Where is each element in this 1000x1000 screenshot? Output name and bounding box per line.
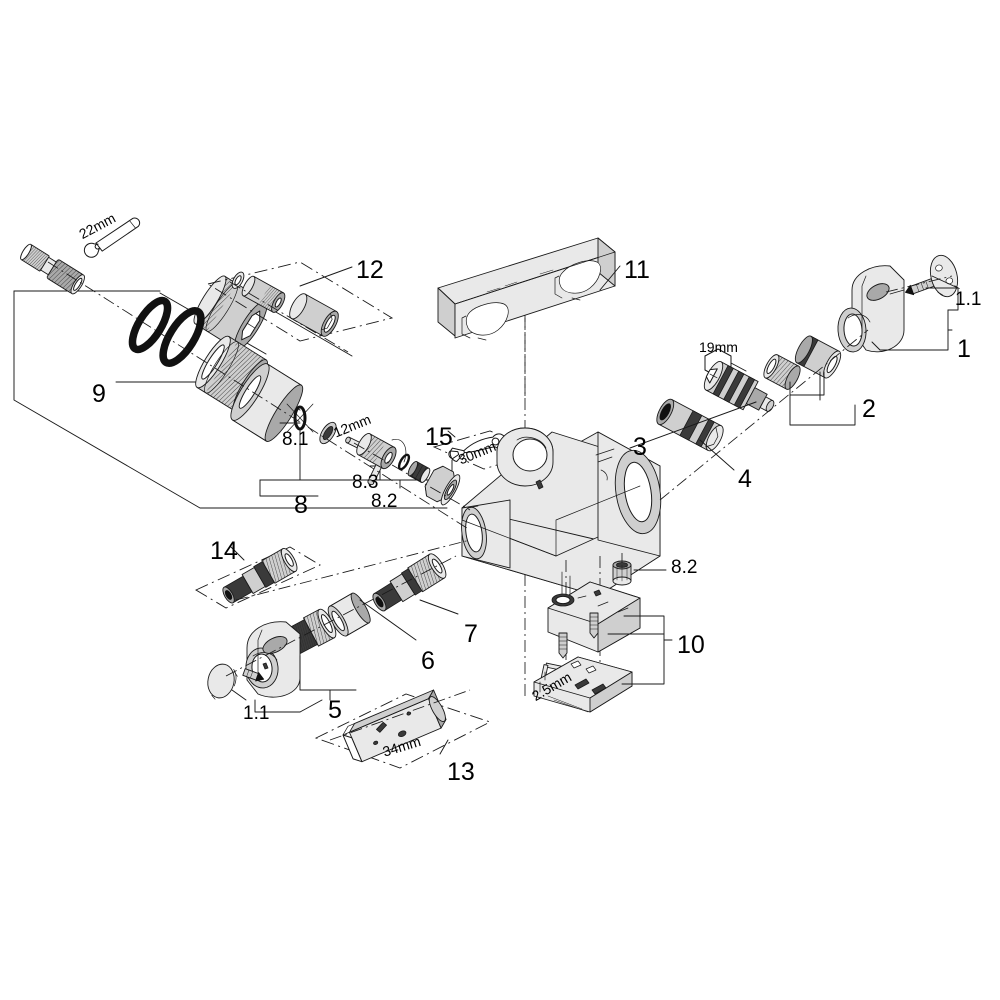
part-8-3-o-ring xyxy=(397,453,411,471)
part-5-handle-body xyxy=(245,621,301,698)
part-10-screw-1 xyxy=(589,612,599,639)
callout-8-2-lower: 8.2 xyxy=(671,557,698,578)
part-8-outlet-nut xyxy=(424,465,461,506)
callout-13: 13 xyxy=(447,758,475,786)
group-10-assembly xyxy=(533,553,673,713)
part-8-1-washer xyxy=(319,421,337,445)
callout-8: 8 xyxy=(294,491,308,519)
part-4-cartridge-sleeve xyxy=(656,398,724,452)
callout-15: 15 xyxy=(425,423,453,451)
callout-1: 1 xyxy=(957,335,971,363)
part-9-o-ring-large-2 xyxy=(159,307,205,367)
main-mixer-body xyxy=(461,310,662,700)
callout-7: 7 xyxy=(464,620,478,648)
callout-19mm: 19mm xyxy=(699,339,738,355)
group-14-dashdot-box xyxy=(195,545,321,609)
part-12-check-valve-assembly xyxy=(231,271,339,337)
callout-10: 10 xyxy=(677,631,705,659)
part-14-thermostatic-element xyxy=(222,548,298,604)
part-9-collar-ring xyxy=(230,363,304,442)
part-1-handle-body xyxy=(837,265,905,353)
part-7-volume-cartridge xyxy=(372,553,447,612)
callout-1-1-right: 1.1 xyxy=(955,289,982,310)
part-2-temperature-sleeve xyxy=(794,335,842,379)
part-6-adapter-ring xyxy=(327,592,371,637)
part-13-aerator-housing xyxy=(342,689,447,763)
part-10-cover-plate xyxy=(533,656,633,713)
part-8-2-filter-lower xyxy=(612,553,632,586)
group-15-dashdot-box xyxy=(432,430,541,470)
part-11-escutcheon-bar xyxy=(437,237,621,400)
callout-9: 9 xyxy=(92,380,106,408)
assembly-axes xyxy=(47,261,953,741)
callout-11: 11 xyxy=(624,256,650,284)
part-1-1-screw xyxy=(905,278,935,296)
callout-8-3: 8.3 xyxy=(352,472,379,493)
part-9-inlet-nipple xyxy=(20,243,85,295)
tool-22mm-key xyxy=(83,217,141,258)
part-10-screw-2 xyxy=(558,632,568,659)
callout-5: 5 xyxy=(328,696,342,724)
callout-12: 12 xyxy=(356,256,384,284)
group-12-dashdot-box xyxy=(206,261,394,342)
callout-8-1: 8.1 xyxy=(282,429,309,450)
callout-2: 2 xyxy=(862,395,876,423)
part-9-threaded-body xyxy=(195,335,268,412)
part-1-1-index-cap-left xyxy=(207,663,238,700)
part-9-o-ring-large-1 xyxy=(128,296,172,354)
part-8-3-valve-body xyxy=(356,433,397,470)
callout-3: 3 xyxy=(633,433,647,461)
part-1-1-index-cap xyxy=(929,254,960,298)
part-3-thermostatic-cartridge xyxy=(703,361,775,412)
callout-6: 6 xyxy=(421,647,435,675)
callout-14: 14 xyxy=(210,537,238,565)
callout-8-2-upper: 8.2 xyxy=(371,491,398,512)
group-13-dashdot-box xyxy=(314,693,492,769)
callout-4: 4 xyxy=(738,465,752,493)
part-1-1-screw-left xyxy=(242,668,265,682)
callout-1-1-left: 1.1 xyxy=(243,703,270,724)
part-2-clip-ring xyxy=(763,354,801,390)
